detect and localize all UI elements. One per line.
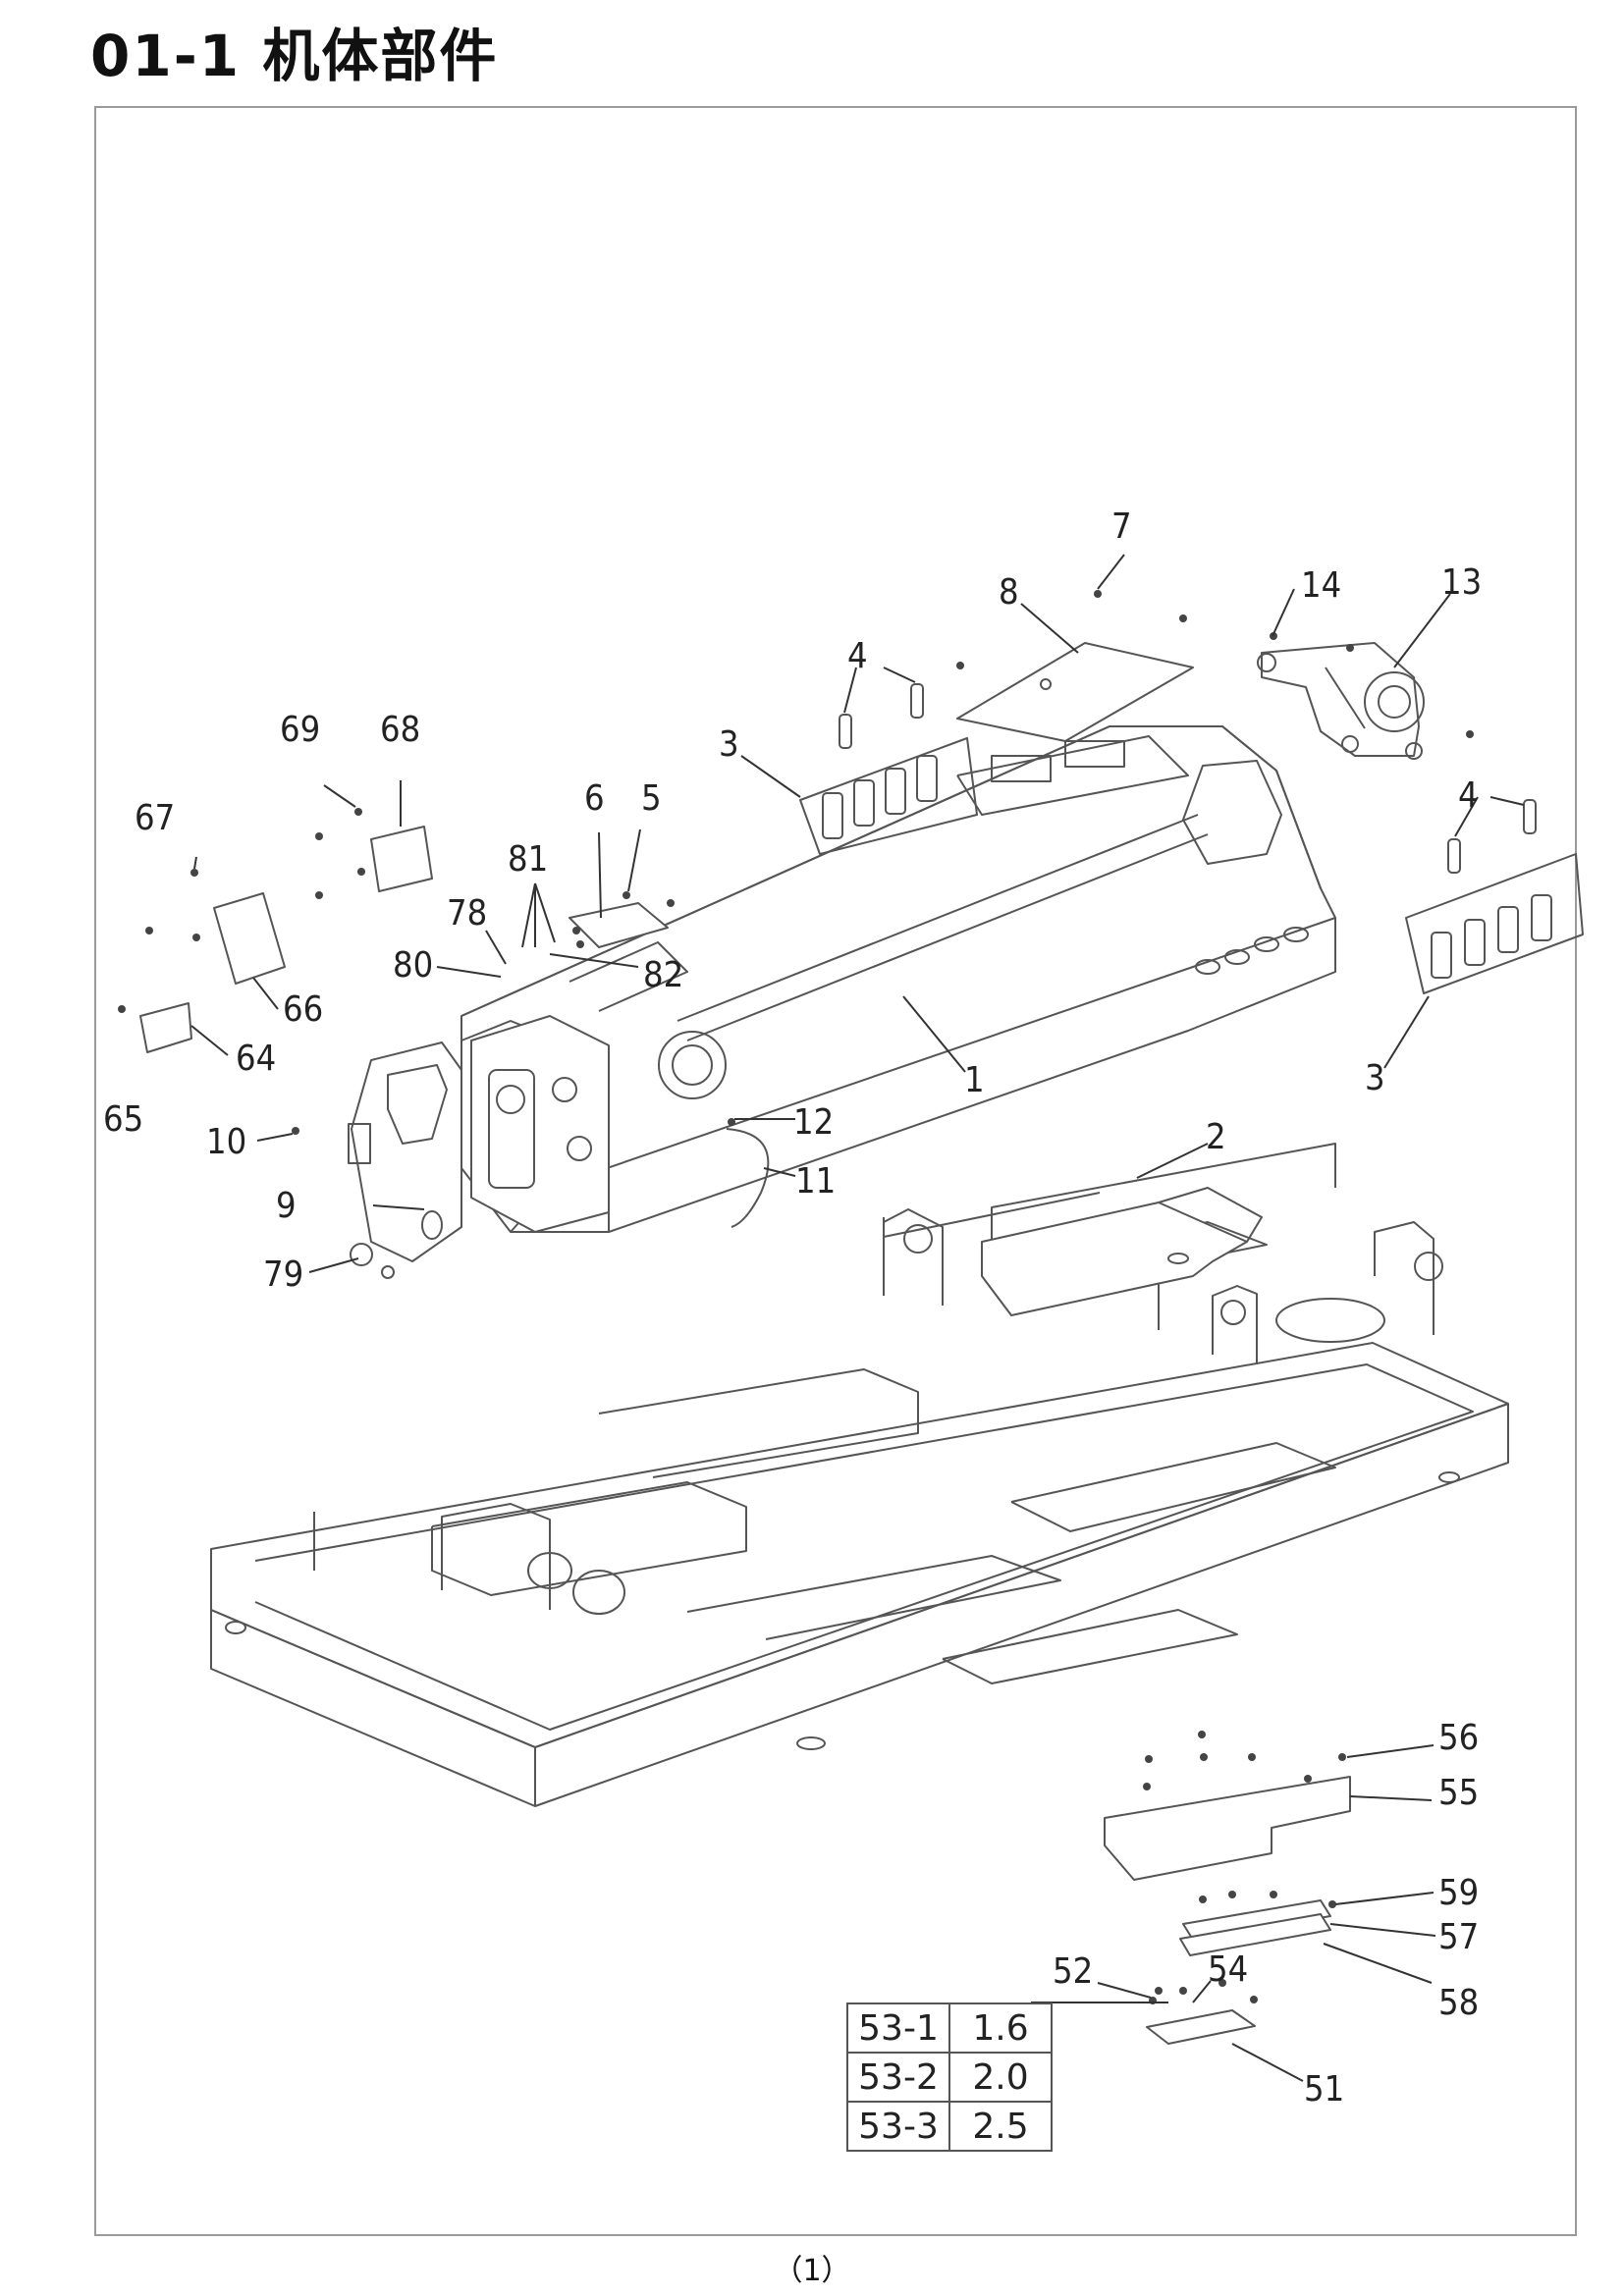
callout-4: 4 xyxy=(847,636,868,676)
page-number: （1） xyxy=(773,2254,851,2288)
table-row: 53-2 2.0 xyxy=(846,2052,1053,2103)
callout-11: 11 xyxy=(795,1161,836,1201)
callout-64: 64 xyxy=(236,1039,276,1079)
bolt-group-left-drawing xyxy=(799,737,978,855)
callout-58: 58 xyxy=(1438,1983,1479,2023)
callout-3: 3 xyxy=(1365,1058,1385,1098)
callout-51: 51 xyxy=(1304,2069,1344,2109)
callout-52: 52 xyxy=(1053,1951,1093,1992)
drawing-frame xyxy=(94,106,1577,2236)
callout-1: 1 xyxy=(964,1060,985,1100)
table-cell-part: 53-1 xyxy=(846,2002,950,2054)
table-cell-value: 1.6 xyxy=(948,2002,1053,2054)
bracket-13-drawing xyxy=(1257,642,1425,760)
callout-6: 6 xyxy=(584,778,605,819)
callout-54: 54 xyxy=(1208,1949,1248,1990)
top-cover-drawing xyxy=(956,642,1194,742)
callout-10: 10 xyxy=(206,1122,246,1162)
table-cell-part: 53-2 xyxy=(846,2052,950,2103)
callout-5: 5 xyxy=(641,778,662,819)
callout-79: 79 xyxy=(263,1255,303,1295)
callout-57: 57 xyxy=(1438,1917,1479,1957)
callout-59: 59 xyxy=(1438,1873,1479,1913)
callout-68: 68 xyxy=(380,710,420,750)
callout-82: 82 xyxy=(643,955,683,995)
callout-14: 14 xyxy=(1301,565,1341,606)
callout-8: 8 xyxy=(999,572,1019,613)
callout-7: 7 xyxy=(1111,507,1132,547)
callout-69: 69 xyxy=(280,710,320,750)
callout-80: 80 xyxy=(393,945,433,986)
callout-9: 9 xyxy=(276,1186,297,1226)
table-row: 53-3 2.5 xyxy=(846,2101,1053,2152)
column-bracket-drawing xyxy=(981,1187,1263,1316)
arm-head-drawing xyxy=(470,1015,610,1233)
callout-78: 78 xyxy=(447,893,487,934)
callout-65: 65 xyxy=(103,1099,143,1140)
callout-55: 55 xyxy=(1438,1773,1479,1813)
table-cell-part: 53-3 xyxy=(846,2101,950,2152)
table-cell-value: 2.0 xyxy=(948,2052,1053,2103)
callout-81: 81 xyxy=(508,839,548,880)
callout-2: 2 xyxy=(1206,1117,1226,1157)
callout-13: 13 xyxy=(1441,562,1482,603)
callout-3: 3 xyxy=(719,724,739,765)
page-title: 01-1 机体部件 xyxy=(90,23,499,89)
table-row: 53-1 1.6 xyxy=(846,2002,1053,2054)
shim-spec-table: 53-1 1.6 53-2 2.0 53-3 2.5 xyxy=(846,2002,1053,2152)
callout-4: 4 xyxy=(1458,775,1479,816)
bolt-group-right-drawing xyxy=(1405,853,1584,994)
callout-12: 12 xyxy=(793,1102,834,1143)
table-cell-value: 2.5 xyxy=(948,2101,1053,2152)
callout-66: 66 xyxy=(283,989,323,1030)
callout-67: 67 xyxy=(135,798,175,838)
face-plate-drawing xyxy=(348,1041,462,1279)
callout-56: 56 xyxy=(1438,1718,1479,1758)
